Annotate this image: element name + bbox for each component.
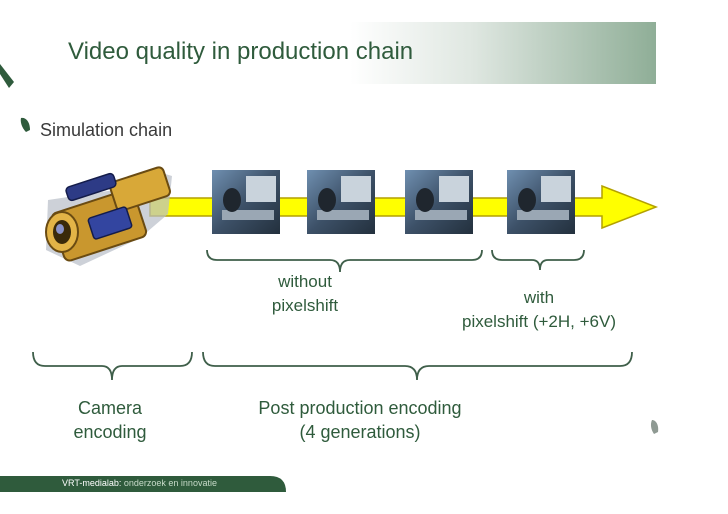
section-subtitle: Simulation chain (40, 120, 173, 140)
editing-workstation-icon (307, 170, 375, 234)
leaf-bullet-icon (20, 117, 30, 132)
editing-workstation-icon (507, 170, 575, 234)
brace-post-production (202, 351, 633, 381)
camera-line2: encoding (73, 422, 147, 442)
slide-title: Video quality in production chain (68, 38, 414, 65)
label-with-pixelshift: with pixelshift (+2H, +6V) (432, 286, 646, 334)
without-line1: without (278, 272, 332, 291)
brace-with-pixelshift (491, 249, 585, 271)
label-without-pixelshift: without pixelshift (255, 270, 355, 318)
footer-bar (0, 476, 286, 492)
corner-leaf-icon (0, 64, 14, 88)
post-line1: Post production encoding (258, 398, 462, 418)
with-line2: pixelshift (+2H, +6V) (461, 312, 616, 331)
footer-text: VRT-medialab: onderzoek en innovatie (62, 478, 217, 488)
label-post-production: Post production encoding (4 generations) (226, 396, 494, 444)
label-camera-encoding: Camera encoding (50, 396, 170, 444)
editing-workstation-icon (405, 170, 473, 234)
editing-workstation-icon (212, 170, 280, 234)
video-camera-icon (45, 166, 172, 266)
post-line2: (4 generations) (299, 422, 421, 442)
with-line1: with (523, 288, 555, 307)
title-bar (44, 22, 656, 84)
without-line2: pixelshift (271, 296, 339, 315)
brace-without-pixelshift (206, 249, 483, 273)
footer-brand: VRT-medialab: (62, 478, 122, 488)
leaf-bullet-icon (650, 420, 659, 434)
camera-line1: Camera (77, 398, 143, 418)
brace-camera-encoding (32, 351, 193, 381)
footer-tagline: onderzoek en innovatie (123, 478, 217, 488)
